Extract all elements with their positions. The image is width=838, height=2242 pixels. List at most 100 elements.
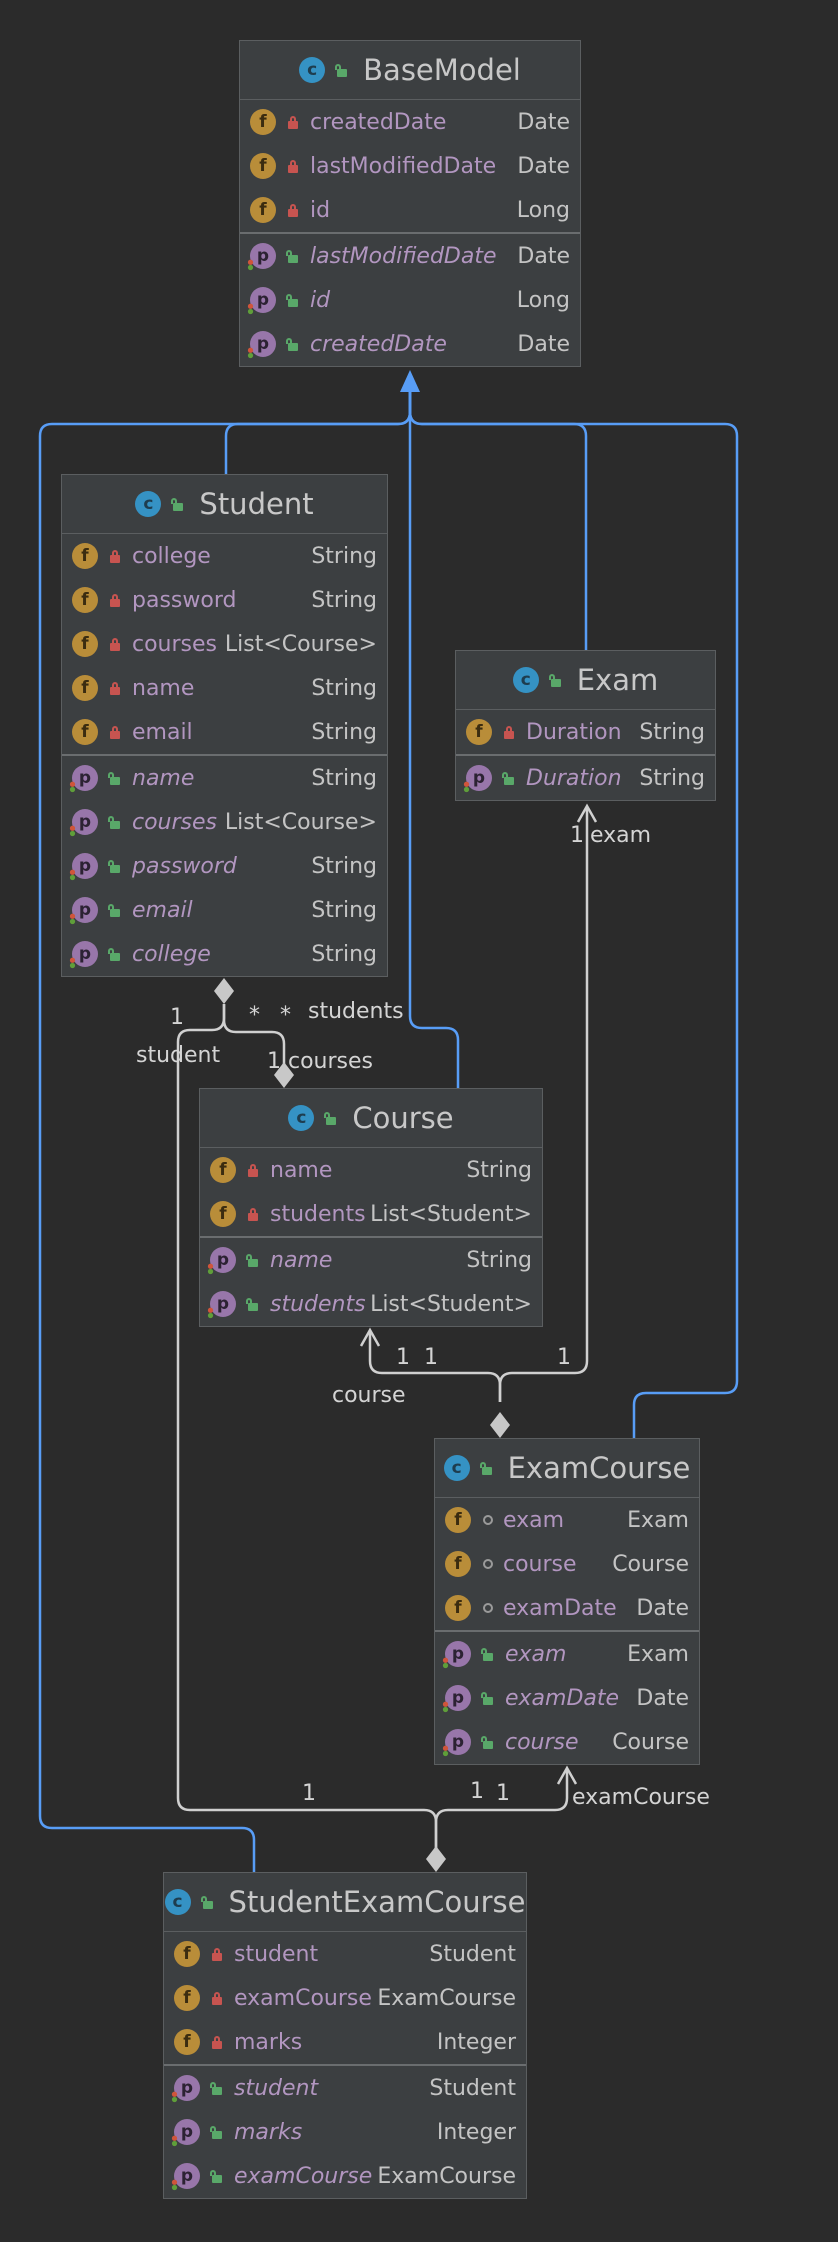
label-course-mult-a: 1: [396, 1345, 410, 1370]
private-lock-icon: [246, 1163, 260, 1177]
public-icon: [479, 1461, 494, 1475]
field-icon: f: [72, 675, 98, 701]
public-icon: [108, 859, 122, 873]
private-lock-icon: [210, 2035, 224, 2049]
label-students-star: *: [280, 1003, 291, 1028]
property-name: id: [310, 287, 331, 313]
label-sec-mult-mid-a: 1: [470, 1779, 484, 1804]
public-icon: [210, 2125, 224, 2139]
diamond-course: [274, 1062, 294, 1088]
diamond-examcourse: [490, 1412, 510, 1438]
field-icon: f: [250, 153, 276, 179]
property-type: Student: [429, 2075, 516, 2101]
field-name: Duration: [526, 719, 622, 745]
property-icon: p: [466, 765, 492, 791]
class-icon: c: [443, 1455, 470, 1481]
label-course-mult-b: 1: [424, 1345, 438, 1370]
private-lock-icon: [108, 549, 122, 563]
field-type: Exam: [627, 1507, 689, 1533]
package-private-icon: [483, 1603, 493, 1613]
property-type: String: [311, 853, 377, 879]
field-icon: f: [250, 197, 276, 223]
private-lock-icon: [246, 1207, 260, 1221]
label-courses-mult: 1: [267, 1049, 281, 1074]
property-type: Course: [612, 1729, 689, 1755]
field-type: ExamCourse: [377, 1985, 516, 2011]
label-courses-star: *: [249, 1003, 260, 1028]
field-name: password: [132, 587, 237, 613]
property-icon: p: [72, 853, 98, 879]
field-type: String: [311, 543, 377, 569]
field-type: Date: [517, 109, 570, 135]
edge-inherit-exam: [408, 388, 588, 652]
property-name: createdDate: [310, 331, 447, 357]
field-name: student: [234, 1941, 319, 1967]
diamond-studentexamcourse: [426, 1846, 446, 1872]
property-icon: p: [72, 809, 98, 835]
field-name: id: [310, 197, 331, 223]
edge-inherit-examcourse: [408, 388, 739, 1439]
section-divider: [435, 1630, 699, 1632]
property-name: lastModifiedDate: [310, 243, 497, 269]
field-icon: f: [72, 587, 98, 613]
property-type: Date: [517, 243, 570, 269]
field-name: students: [270, 1201, 366, 1227]
field-icon: f: [72, 719, 98, 745]
public-icon: [286, 337, 300, 351]
property-type: List<Course>: [224, 809, 377, 835]
private-lock-icon: [108, 637, 122, 651]
property-name: examCourse: [234, 2163, 373, 2189]
diamond-student: [214, 978, 234, 1004]
field-type: String: [639, 719, 705, 745]
field-row[interactable]: f createdDate Date: [240, 100, 580, 144]
property-type: Date: [517, 331, 570, 357]
property-icon: p: [250, 287, 276, 313]
field-icon: f: [250, 109, 276, 135]
public-icon: [324, 1111, 338, 1125]
property-type: String: [311, 765, 377, 791]
field-icon: f: [445, 1551, 471, 1577]
field-name: createdDate: [310, 109, 447, 135]
public-icon: [200, 1895, 215, 1909]
